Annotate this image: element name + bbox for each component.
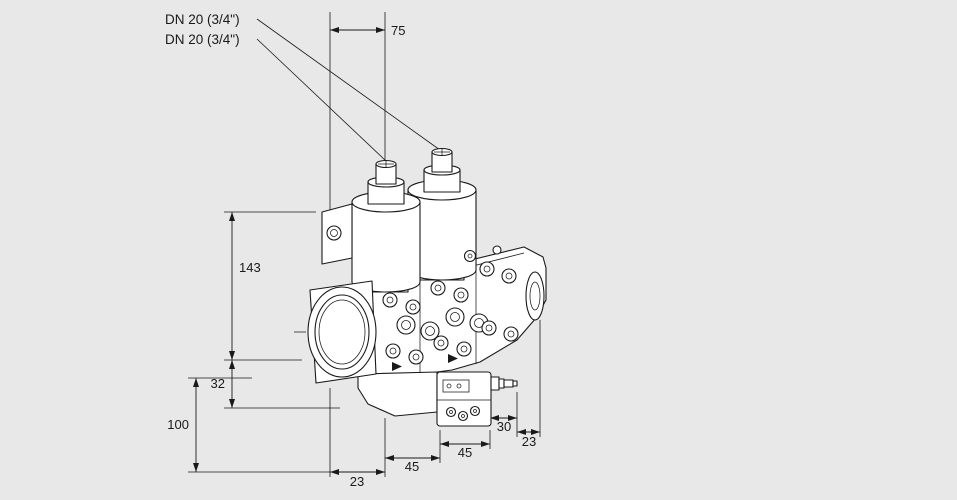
valve-assembly xyxy=(294,147,547,427)
bolt-circles-upper xyxy=(382,245,517,315)
dim-75-label: 75 xyxy=(391,23,405,38)
connector-stub xyxy=(490,376,518,391)
dimension-lines xyxy=(188,12,541,477)
labels: DN 20 (3/4") DN 20 (3/4") 75 143 32 100 … xyxy=(165,12,536,489)
inlet-flange xyxy=(294,280,377,384)
bracket-hole xyxy=(326,225,342,241)
dim-45-a-label: 45 xyxy=(405,459,419,474)
dim-45-b xyxy=(440,430,491,449)
flange-thread xyxy=(318,299,366,365)
mounting-bracket xyxy=(321,203,353,265)
dim-23-left-label: 23 xyxy=(350,474,364,489)
dim-100 xyxy=(188,377,330,473)
dn-label-valve2: DN 20 (3/4") xyxy=(165,32,240,47)
dim-75 xyxy=(329,12,386,222)
body-end-cap xyxy=(525,271,545,321)
dim-32-label: 32 xyxy=(211,376,225,391)
dim-143-label: 143 xyxy=(239,260,261,275)
dim-30-label: 30 xyxy=(497,419,511,434)
flow-arrow-icons xyxy=(392,354,458,371)
dim-23-left xyxy=(329,388,386,477)
dim-100-label: 100 xyxy=(167,417,189,432)
dim-23-right xyxy=(517,320,541,437)
dim-23-right-label: 23 xyxy=(522,434,536,449)
solenoid-right xyxy=(407,147,477,281)
dim-32 xyxy=(224,360,340,409)
dim-143 xyxy=(224,211,316,361)
lower-casting xyxy=(357,371,438,417)
bolt-circles-lower xyxy=(385,320,519,365)
leader-line-valve1 xyxy=(256,18,441,151)
dn-label-valve1: DN 20 (3/4") xyxy=(165,12,240,27)
solenoid-left xyxy=(351,159,421,293)
pressure-switch-box xyxy=(436,371,492,427)
dim-45-b-label: 45 xyxy=(458,445,472,460)
leader-line-valve2 xyxy=(256,38,387,162)
